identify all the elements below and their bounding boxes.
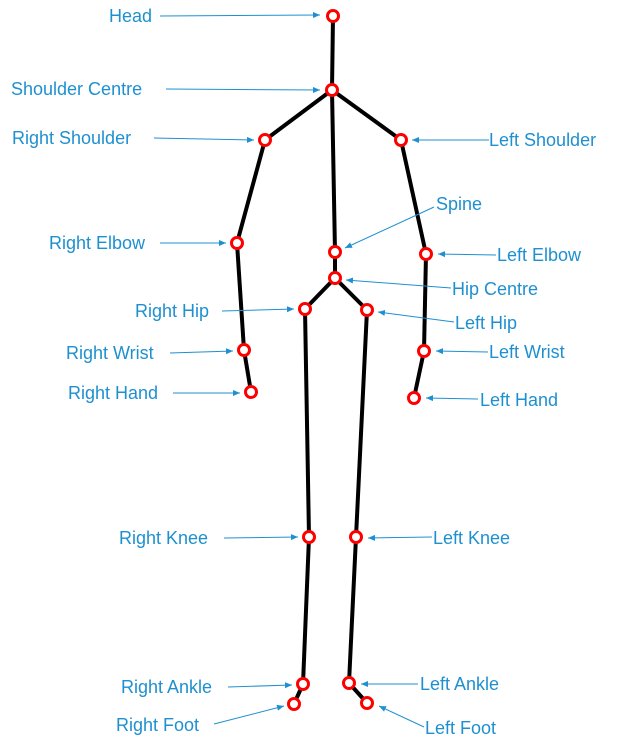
joint-hip-centre	[330, 273, 341, 284]
label-right-wrist: Right Wrist	[66, 343, 154, 363]
pointer-shoulder-centre	[166, 89, 320, 90]
joint-shoulder-centre	[327, 85, 338, 96]
bone-right-thigh	[305, 309, 309, 537]
bone-left-shin	[349, 537, 356, 683]
label-right-hand: Right Hand	[68, 383, 158, 403]
bone-left-upper-arm	[401, 140, 426, 254]
bone-left-thigh	[356, 310, 367, 537]
pointer-left-hip	[378, 312, 454, 322]
joint-right-foot	[289, 699, 300, 710]
bone-upper-spine	[332, 90, 335, 252]
label-left-hip: Left Hip	[455, 313, 517, 333]
joint-left-hip	[362, 305, 373, 316]
bone-left-hand	[414, 351, 424, 398]
joint-right-shoulder	[260, 135, 271, 146]
joint-right-wrist	[239, 345, 250, 356]
joint-left-knee	[351, 532, 362, 543]
joint-right-hand	[246, 387, 257, 398]
label-hip-centre: Hip Centre	[452, 279, 538, 299]
pointer-left-elbow	[438, 254, 496, 255]
label-left-knee: Left Knee	[433, 528, 510, 548]
joint-left-elbow	[421, 249, 432, 260]
label-right-shoulder: Right Shoulder	[12, 128, 131, 148]
pointer-right-wrist	[170, 351, 233, 353]
joint-right-elbow	[232, 238, 243, 249]
joint-left-ankle	[344, 678, 355, 689]
label-left-foot: Left Foot	[425, 718, 496, 738]
joint-left-shoulder	[396, 135, 407, 146]
bone-right-clavicle	[265, 90, 332, 140]
pointer-left-hand	[426, 398, 478, 399]
bone-left-clavicle	[332, 90, 401, 140]
pointer-right-foot	[214, 706, 284, 724]
label-left-shoulder: Left Shoulder	[489, 130, 596, 150]
label-shoulder-centre: Shoulder Centre	[11, 79, 142, 99]
pointer-right-shoulder	[154, 138, 254, 140]
joint-left-hand	[409, 393, 420, 404]
joint-right-knee	[304, 532, 315, 543]
label-pointers	[154, 15, 496, 727]
joint-left-foot	[362, 698, 373, 709]
label-left-hand: Left Hand	[480, 390, 558, 410]
label-spine: Spine	[436, 194, 482, 214]
pointer-left-foot	[379, 706, 424, 727]
joint-right-ankle	[298, 679, 309, 690]
joint-head	[328, 11, 339, 22]
label-left-ankle: Left Ankle	[420, 674, 499, 694]
pointer-left-wrist	[436, 351, 488, 352]
pointer-left-knee	[368, 537, 432, 538]
bone-neck	[332, 16, 333, 90]
label-right-hip: Right Hip	[135, 301, 209, 321]
pointer-hip-centre	[346, 280, 451, 288]
label-head: Head	[109, 6, 152, 26]
joint-spine	[330, 247, 341, 258]
label-right-knee: Right Knee	[119, 528, 208, 548]
label-left-wrist: Left Wrist	[489, 342, 565, 362]
joint-right-hip	[300, 304, 311, 315]
skeleton-bones	[237, 16, 426, 704]
bone-right-forearm	[237, 243, 244, 350]
label-left-elbow: Left Elbow	[497, 245, 582, 265]
pointer-head	[160, 15, 320, 16]
label-right-elbow: Right Elbow	[49, 233, 146, 253]
pointer-right-knee	[224, 537, 298, 538]
label-right-foot: Right Foot	[116, 715, 199, 735]
pointer-right-hip	[222, 309, 294, 311]
pointer-right-ankle	[228, 685, 292, 687]
bone-right-shin	[303, 537, 309, 684]
label-right-ankle: Right Ankle	[121, 677, 212, 697]
joint-left-wrist	[419, 346, 430, 357]
bone-left-forearm	[424, 254, 426, 351]
bone-right-upper-arm	[237, 140, 265, 243]
